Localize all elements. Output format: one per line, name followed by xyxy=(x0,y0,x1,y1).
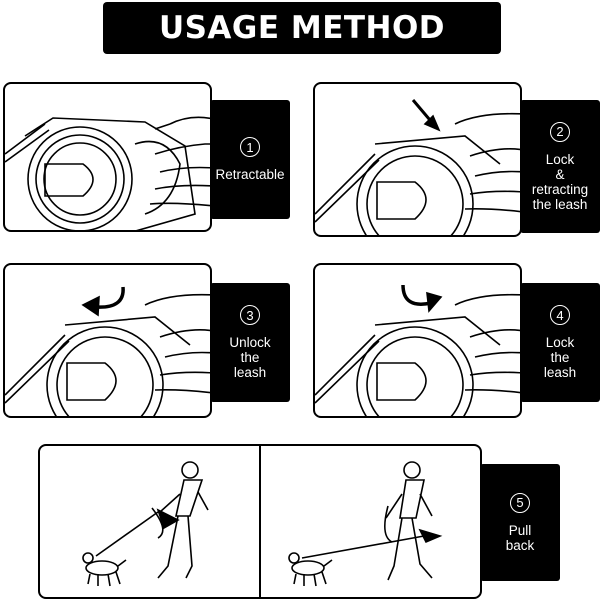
step-1-label: Retractable xyxy=(215,167,285,182)
step-3-illustration xyxy=(3,263,212,418)
step-5-illustration xyxy=(38,444,482,599)
step-4-number: 4 xyxy=(550,305,570,325)
step-3-tab: 3 Unlock the leash xyxy=(210,283,290,402)
step-5-tab: 5 Pull back xyxy=(480,464,560,581)
step-2-illustration xyxy=(313,82,522,237)
step-3-number: 3 xyxy=(240,305,260,325)
step-1-illustration xyxy=(3,82,212,232)
step-4-tab: 4 Lock the leash xyxy=(520,283,600,402)
step-1-tab: 1 Retractable xyxy=(210,100,290,219)
page-title: USAGE METHOD xyxy=(103,2,501,54)
step-3-label: Unlock the leash xyxy=(229,335,271,380)
step-4-label: Lock the leash xyxy=(543,335,577,380)
step-2-tab: 2 Lock & retracting the leash xyxy=(520,100,600,233)
step-5-number: 5 xyxy=(510,492,530,513)
step-1-number: 1 xyxy=(240,137,260,157)
step-4-illustration xyxy=(313,263,522,418)
step-2-number: 2 xyxy=(550,121,570,142)
step-5-label: Pull back xyxy=(505,522,535,553)
step-2-label: Lock & retracting the leash xyxy=(531,151,589,212)
